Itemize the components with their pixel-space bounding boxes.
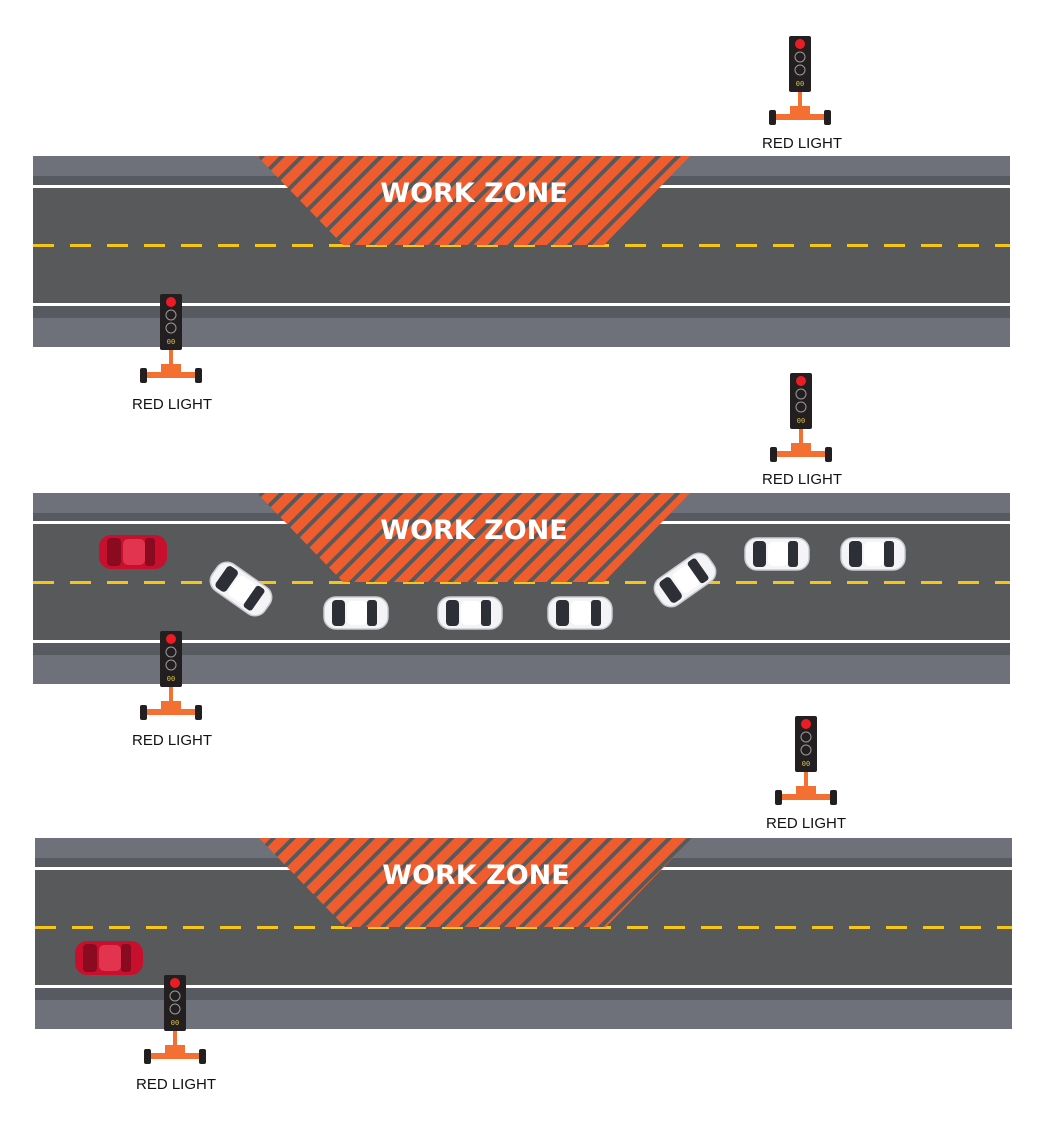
- signal-counter: 00: [796, 80, 804, 88]
- work-zone-area: [257, 493, 690, 582]
- traffic-signal-icon: 00: [140, 294, 202, 383]
- traffic-signal-icon: 00: [770, 373, 832, 462]
- signal-counter: 00: [167, 338, 175, 346]
- work-zone-label: WORK ZONE: [382, 860, 569, 891]
- car-icon: [744, 537, 810, 571]
- car-icon: [323, 596, 389, 630]
- signal-counter: 00: [171, 1019, 179, 1027]
- traffic-signal-icon: 00: [775, 716, 837, 805]
- road: WORK ZONE: [33, 493, 1010, 684]
- road: WORK ZONE: [33, 156, 1010, 347]
- car-icon: [437, 596, 503, 630]
- bottom-lane-line: [35, 985, 1012, 988]
- signal-label: RED LIGHT: [762, 135, 842, 152]
- car-icon: [653, 552, 717, 608]
- bottom-shoulder-edge: [35, 988, 1012, 1000]
- traffic-signal-icon: 00: [140, 631, 202, 720]
- work-zone-area: [257, 156, 690, 245]
- signal-label: RED LIGHT: [766, 815, 846, 832]
- bottom-shoulder-edge: [33, 643, 1010, 655]
- work-zone-label: WORK ZONE: [380, 178, 567, 209]
- panel-1: WORK ZONE 00 RED LIGHT 00: [33, 36, 1010, 413]
- car-icon: [209, 561, 273, 617]
- work-zone-area: [259, 838, 692, 927]
- car-icon: [547, 596, 613, 630]
- panel-2: WORK ZONE: [33, 373, 1010, 749]
- signal-label: RED LIGHT: [132, 396, 212, 413]
- bottom-lane-line: [33, 303, 1010, 306]
- signal-label: RED LIGHT: [132, 732, 212, 749]
- road: WORK ZONE: [35, 838, 1012, 1029]
- signal-label: RED LIGHT: [136, 1076, 216, 1093]
- car-icon: [99, 535, 167, 569]
- signal-counter: 00: [797, 417, 805, 425]
- traffic-signal-icon: 00: [144, 975, 206, 1064]
- signal-counter: 00: [167, 675, 175, 683]
- signal-label: RED LIGHT: [762, 471, 842, 488]
- signal-counter: 00: [802, 760, 810, 768]
- traffic-signal-icon: 00: [769, 36, 831, 125]
- work-zone-label: WORK ZONE: [380, 515, 567, 546]
- bottom-lane-line: [33, 640, 1010, 643]
- car-icon: [840, 537, 906, 571]
- bottom-shoulder-edge: [33, 306, 1010, 318]
- car-icon: [75, 941, 143, 975]
- panel-3: WORK ZONE 00 RED LIGHT: [35, 716, 1012, 1093]
